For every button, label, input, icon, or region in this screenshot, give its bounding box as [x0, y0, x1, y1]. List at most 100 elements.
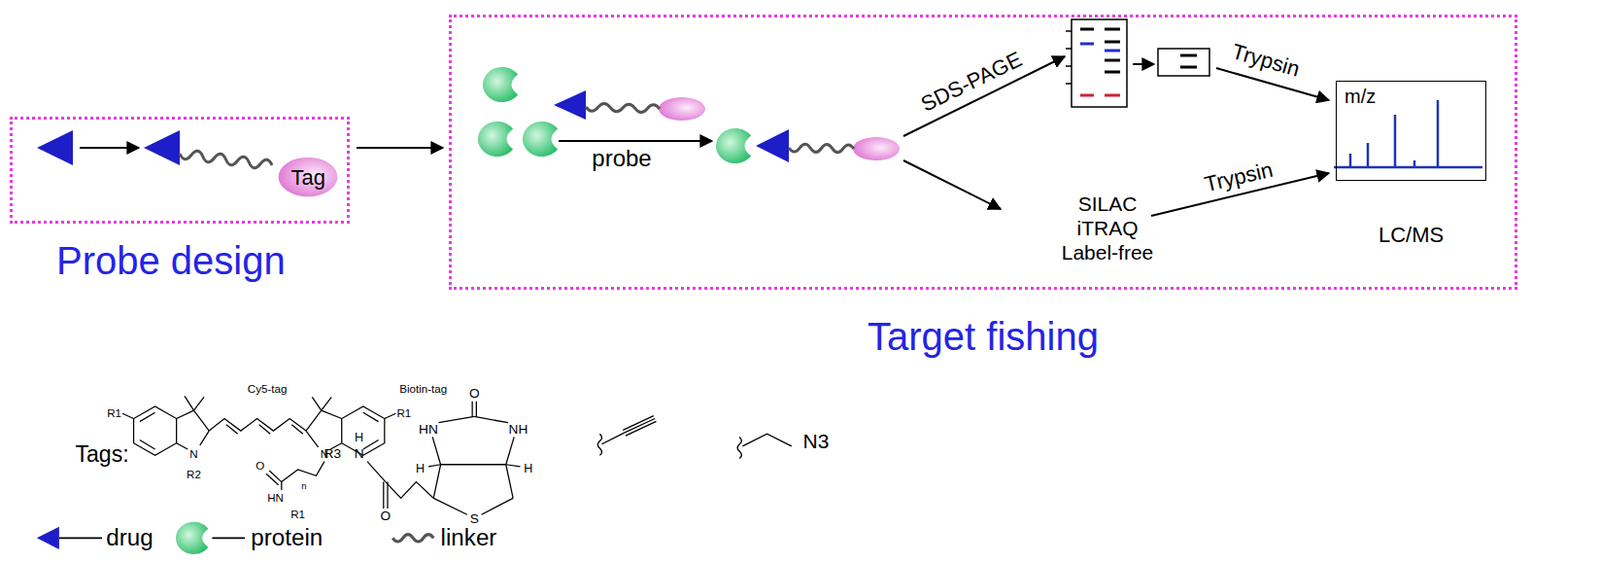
drawing-polyline [281, 461, 325, 482]
drawing-polyline [385, 481, 434, 499]
label-holder: n [301, 474, 307, 492]
text-label: probe [591, 144, 651, 171]
linker-coil [179, 150, 273, 169]
drawing-ellipse [658, 97, 706, 121]
drawing-rect [1157, 48, 1210, 76]
drawing-line [79, 146, 139, 149]
label-holder: N [189, 443, 198, 462]
drawing-g [1065, 31, 1072, 84]
drawing-line [1104, 40, 1121, 44]
linker-coil [788, 143, 854, 152]
label-holder: probe [591, 144, 651, 172]
label-holder: R3 [324, 443, 342, 462]
drawing-line [200, 430, 209, 445]
legend-text: protein [250, 523, 323, 550]
drawing-line [386, 481, 388, 509]
text-label: H [415, 461, 425, 476]
drawing-line [382, 481, 384, 509]
drawing-polyline [742, 433, 791, 446]
drawing-line [1180, 66, 1197, 69]
text-label: R2 [186, 467, 202, 480]
node-text: m/z [1344, 85, 1376, 108]
label-holder: R1 [396, 403, 411, 421]
drawing-line [1065, 82, 1072, 85]
drawing-line [259, 424, 272, 434]
drawing-line [176, 409, 195, 418]
drawing-line [1349, 153, 1353, 168]
tag-shape [278, 157, 339, 197]
drawing-line [321, 396, 332, 410]
label-holder: NH [509, 419, 529, 438]
text-label: HN [418, 421, 439, 437]
drawing-line [602, 432, 625, 444]
label-holder: Tags: [74, 441, 129, 468]
region-box: Probe designTag [9, 116, 350, 224]
text-label: Trypsin [1201, 157, 1275, 197]
label-holder: HN [418, 419, 439, 438]
drawing-line [367, 461, 386, 482]
drawing-line [363, 440, 379, 449]
label-holder: R1 [290, 504, 306, 522]
legend-text: drug [105, 523, 153, 550]
drawing-use [477, 121, 513, 157]
label-holder: Cy5-tag [247, 378, 288, 397]
drawing-polygon [143, 130, 180, 166]
drawing-line [291, 424, 304, 434]
text-label: n [301, 478, 307, 490]
drawing-line [193, 409, 209, 431]
drawing-polyline [208, 417, 307, 431]
drawing-line [1180, 54, 1197, 58]
text-label: SILAC [1078, 192, 1138, 215]
drawing-line [1132, 63, 1155, 66]
label-holder: H [523, 458, 533, 477]
text-label: iTRAQ [1077, 216, 1139, 239]
drawing-line [506, 464, 513, 499]
drawing-line [1080, 42, 1094, 46]
node-text: Tag [291, 165, 326, 190]
text-label: Label-free [1061, 240, 1155, 264]
legend-text: linker [441, 523, 498, 550]
drawing-line [441, 463, 507, 465]
label-holder: O [255, 455, 265, 474]
drawing-line [432, 436, 441, 464]
drawing-line [139, 411, 156, 421]
drawing-line [226, 424, 239, 434]
flow-arrow [356, 146, 443, 149]
drawing-line [122, 412, 135, 418]
legend-entry: drug [105, 523, 153, 551]
drawing-line [624, 417, 656, 433]
legend-samples [36, 521, 245, 554]
drawing-line [184, 395, 194, 410]
tags-and-legend-art [36, 395, 792, 554]
label-holder: SDS-PAGE [917, 46, 1026, 117]
node-text: Target fishing [867, 313, 1099, 359]
spectrum-box: m/zLC/MS [1335, 80, 1487, 181]
drawing-line [1104, 49, 1121, 53]
text-label: O [380, 508, 392, 523]
drawing-g [1333, 100, 1483, 168]
drawing-line [476, 401, 477, 417]
node-text: LC/MS [1378, 222, 1444, 247]
drawing-line [506, 464, 521, 467]
text-label: Biotin-tag [399, 381, 447, 395]
label-holder: N3 [803, 429, 830, 453]
legend-entry: protein [250, 523, 323, 551]
drawing-line [903, 160, 1001, 209]
drawing-use [482, 67, 518, 103]
text-label: S [470, 510, 479, 526]
drawing-path [597, 433, 602, 455]
drawing-polygon [134, 406, 177, 455]
text-label: O [469, 385, 480, 401]
label-holder: H [415, 458, 425, 477]
drawing-polygon [553, 90, 586, 120]
drawing-line [625, 420, 657, 436]
text-label: Tags: [74, 441, 129, 467]
drawing-line [428, 464, 442, 467]
alkyne-azide-structures [597, 415, 792, 459]
text-label: R1 [106, 406, 122, 419]
drawing-line [1436, 100, 1440, 168]
drawing-line [59, 537, 103, 540]
linker-coil [392, 534, 434, 542]
biotin-structure [367, 401, 521, 515]
drawing-line [384, 412, 397, 418]
